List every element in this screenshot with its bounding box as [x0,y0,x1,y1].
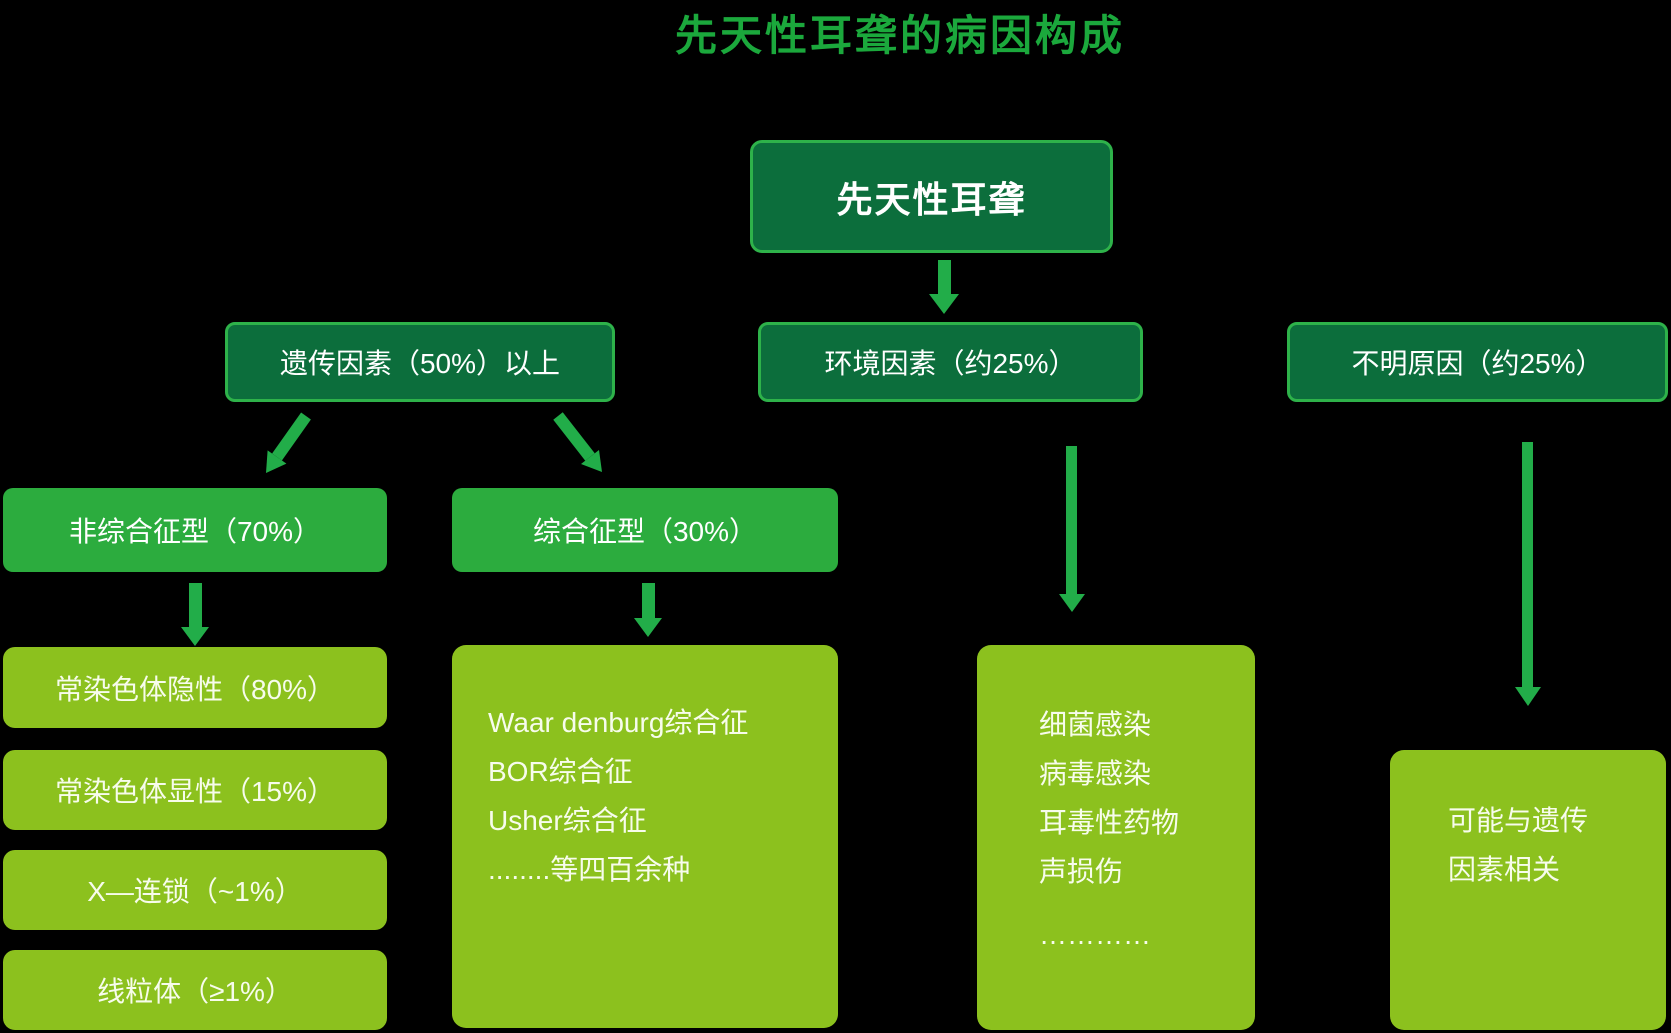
node-congenital-deafness: 先天性耳聋 [750,140,1113,253]
node-environment-factors: 环境因素（约25%） [758,322,1143,402]
environment-cause-item: ………… [1039,919,1151,950]
node-unknown-note: 可能与遗传 因素相关 [1390,750,1666,1030]
node-environment-causes: 细菌感染 病毒感染 耳毒性药物 声损伤 ………… [977,645,1255,1030]
syndromic-example-item: ........等四百余种 [488,854,691,885]
node-autosomal-dominant: 常染色体显性（15%） [3,750,387,830]
arrow-environment-to-causes [1059,446,1085,612]
arrow-nonsyndromic-to-types [181,583,209,646]
node-syndromic: 综合征型（30%） [452,488,838,572]
node-autosomal-recessive: 常染色体隐性（80%） [3,647,387,728]
environment-cause-item: 声损伤 [1039,856,1124,887]
environment-cause-item: 细菌感染 [1039,709,1152,740]
syndromic-example-item: Waar denburg综合征 [488,707,749,738]
syndromic-example-item: BOR综合征 [488,756,633,787]
arrow-genetic-to-nonsyndromic [266,412,311,473]
arrow-unknown-to-note [1515,442,1541,706]
unknown-note-line: 可能与遗传 [1448,805,1589,836]
node-unknown-causes: 不明原因（约25%） [1287,322,1668,402]
diagram-title: 先天性耳聋的病因构成 [674,12,1125,59]
node-genetic-factors: 遗传因素（50%）以上 [225,322,615,402]
environment-cause-item: 耳毒性药物 [1039,807,1180,838]
arrow-syndromic-to-examples [634,583,662,637]
node-nonsyndromic: 非综合征型（70%） [3,488,387,572]
node-syndromic-examples: Waar denburg综合征 BOR综合征 Usher综合征 ........… [452,645,838,1028]
node-x-linked: X—连锁（~1%） [3,850,387,930]
arrow-genetic-to-syndromic [553,412,602,472]
unknown-note-line: 因素相关 [1448,854,1561,885]
syndromic-example-item: Usher综合征 [488,805,647,836]
environment-cause-item: 病毒感染 [1039,758,1152,789]
arrow-root-to-environment [929,260,959,314]
node-mitochondrial: 线粒体（≥1%） [3,950,387,1030]
